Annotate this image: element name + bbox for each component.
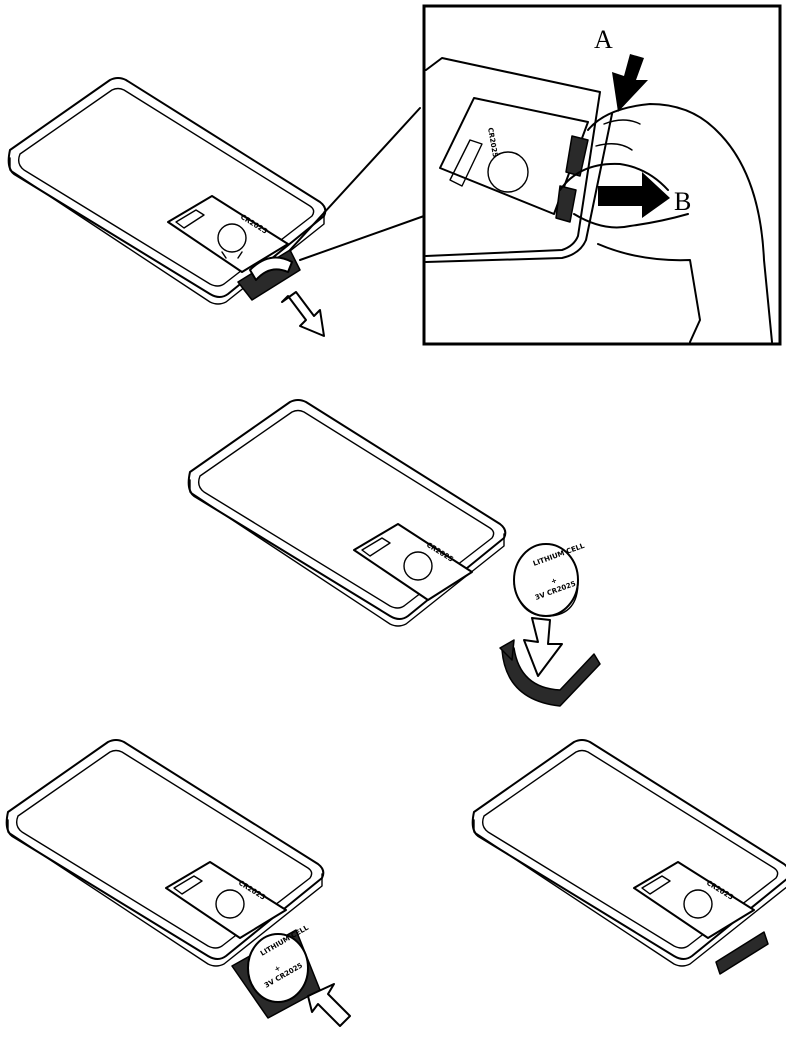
pull-arrow-icon [282,292,324,336]
label-a: A [594,25,613,54]
battery-tray-closed [716,932,768,974]
insert-arrow-icon [524,618,562,676]
callout-line [290,108,424,260]
battery-tray[interactable] [500,640,600,706]
label-b: B [674,187,691,216]
step-insert-battery: CR2025 LITHIUM CELL + 3V CR2025 [189,400,600,706]
step-remove-tray: CR2025 [9,78,424,336]
coin-cell-battery[interactable]: LITHIUM CELL + 3V CR2025 [514,542,586,616]
step-closed: CR2025 [473,740,786,974]
step-reinsert-tray: CR2025 LITHIUM CELL + 3V CR2025 [7,740,350,1026]
zoom-inset: CR2025 A B [424,6,780,344]
